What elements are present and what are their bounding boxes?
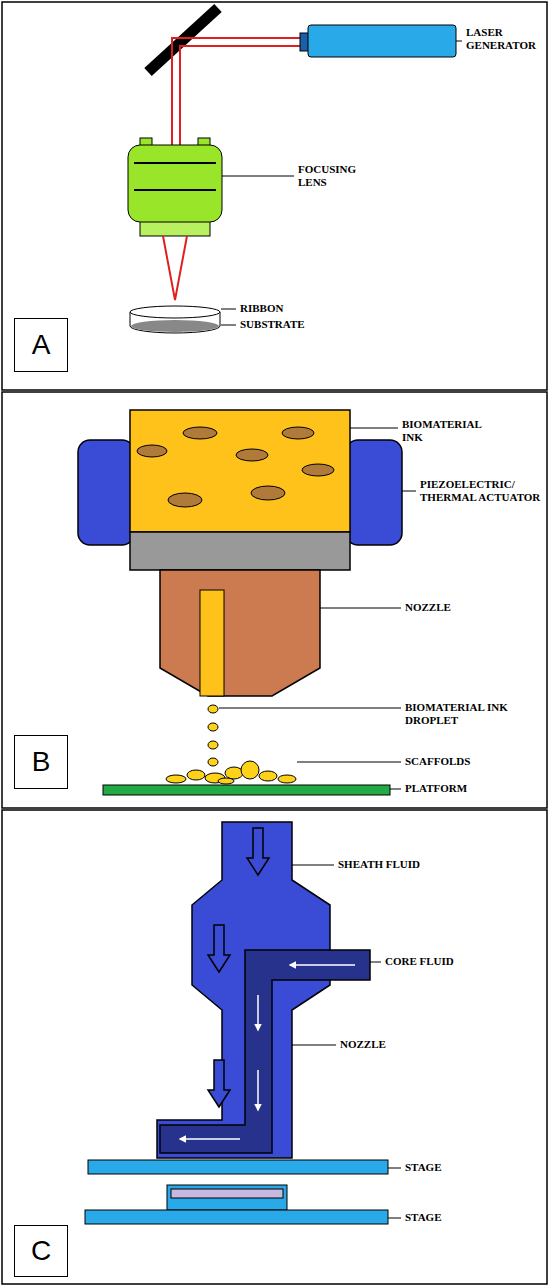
panel-frame xyxy=(2,2,547,390)
panel-letter-box: B xyxy=(14,735,68,789)
nozzle xyxy=(160,570,320,696)
leader-line xyxy=(222,176,294,177)
laser-setup xyxy=(128,8,462,333)
stage xyxy=(85,1210,388,1224)
part-label: CORE FLUID xyxy=(385,955,454,968)
leader-line xyxy=(297,762,401,763)
core-channel xyxy=(160,950,370,1153)
part-label: STAGE xyxy=(405,1161,441,1174)
substrate-layer xyxy=(131,320,219,332)
cells xyxy=(137,427,334,507)
laser-beam xyxy=(172,38,306,146)
leader-line xyxy=(221,325,236,326)
sheath-channel xyxy=(157,822,330,1158)
ribbon-layer xyxy=(130,306,220,318)
droplets xyxy=(166,705,296,784)
coaxial-nozzle xyxy=(85,822,401,1224)
ink-channel xyxy=(200,590,224,696)
panel-letter-box: A xyxy=(14,318,68,372)
leader-line xyxy=(350,428,398,429)
focusing-lens xyxy=(128,145,222,222)
actuator xyxy=(346,440,402,545)
inkjet-printer xyxy=(78,410,416,795)
laser-beam xyxy=(180,46,306,146)
leader-line xyxy=(456,41,462,42)
panel-frame xyxy=(2,810,547,1284)
leader-line xyxy=(219,708,401,709)
leader-line xyxy=(402,491,416,492)
leader-line xyxy=(388,1218,401,1219)
focused-beam xyxy=(163,236,187,300)
part-label: NOZZLE xyxy=(405,601,451,614)
mirror xyxy=(148,8,218,72)
part-label: PIEZOELECTRIC/ THERMAL ACTUATOR xyxy=(420,478,545,504)
panel-letter: C xyxy=(31,1235,51,1267)
leader-line xyxy=(292,1045,336,1046)
part-label: SHEATH FLUID xyxy=(338,858,420,871)
part-label: RIBBON xyxy=(240,302,283,315)
core-arrows xyxy=(180,965,355,1139)
actuator-chamber xyxy=(130,532,350,570)
flow-arrows xyxy=(208,828,269,1107)
part-label: SUBSTRATE xyxy=(240,318,305,331)
panel-letter-box: C xyxy=(14,1225,68,1277)
part-label: FOCUSING LENS xyxy=(298,163,378,189)
leader-line xyxy=(221,309,236,310)
part-label: BIOMATERIAL INK xyxy=(402,418,492,444)
leader-line xyxy=(388,1168,401,1169)
leader-line xyxy=(370,962,381,963)
panel-letter: B xyxy=(32,746,51,778)
lens-element xyxy=(134,189,216,191)
leader-line xyxy=(292,865,334,866)
leader-line xyxy=(320,608,401,609)
part-label: PLATFORM xyxy=(405,782,467,795)
part-label: BIOMATERIAL INK DROPLET xyxy=(405,701,530,727)
part-label: STAGE xyxy=(405,1211,441,1224)
part-label: LASER GENERATOR xyxy=(466,26,546,52)
panel-frame xyxy=(2,392,547,808)
stage xyxy=(88,1160,388,1174)
sample xyxy=(171,1189,283,1198)
laser-generator xyxy=(308,25,456,57)
platform xyxy=(103,785,390,795)
panel-letter: A xyxy=(32,329,51,361)
lens-element xyxy=(134,162,216,164)
leader-line xyxy=(390,789,401,790)
part-label: NOZZLE xyxy=(340,1038,386,1051)
actuator xyxy=(78,440,134,545)
sample-holder xyxy=(167,1185,287,1210)
part-label: SCAFFOLDS xyxy=(405,755,470,768)
ink-reservoir xyxy=(130,410,350,532)
